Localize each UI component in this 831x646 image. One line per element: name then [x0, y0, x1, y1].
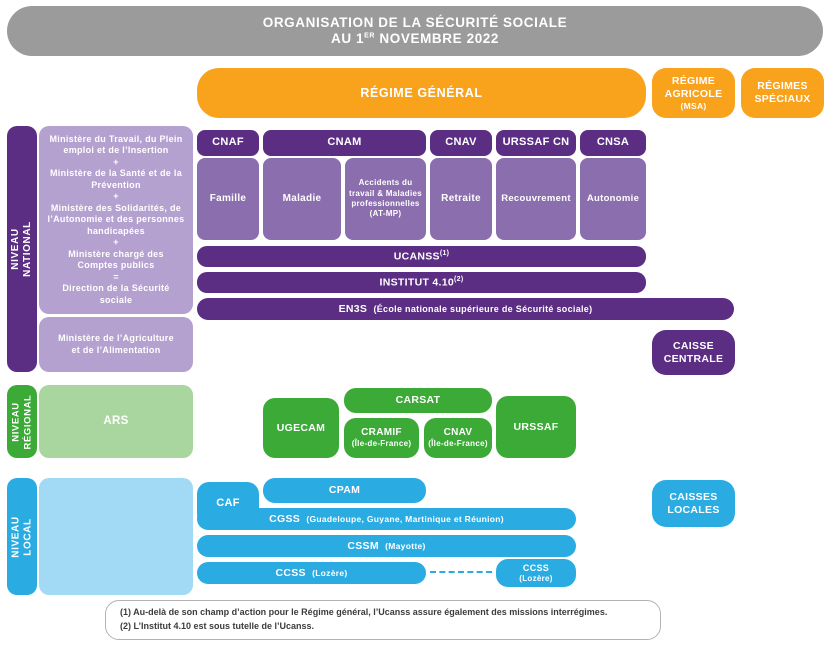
branch-famille: Famille — [197, 158, 259, 240]
cnav-idf-subtitle: (Île-de-France) — [428, 439, 488, 449]
ministry-line: Ministère chargé des Comptes publics — [68, 248, 164, 271]
ccss-label: CCSS — [275, 566, 306, 579]
caisse-centrale-box: CAISSE CENTRALE — [652, 330, 735, 375]
regime-agricole-line2: AGRICOLE — [664, 87, 723, 100]
institut-footnote-ref: (2) — [454, 275, 464, 283]
cssm-label: CSSM — [347, 539, 379, 552]
branch-retraite: Retraite — [430, 158, 492, 240]
carsat-box: CARSAT — [344, 388, 492, 413]
regional-level-bar: NIVEAU RÉGIONAL — [7, 385, 37, 458]
header-banner: ORGANISATION DE LA SÉCURITÉ SOCIALE AU 1… — [7, 6, 823, 56]
cnav-header: CNAV — [430, 130, 492, 156]
regional-level-line2: RÉGIONAL — [22, 394, 33, 449]
footnotes-box: (1) Au-delà de son champ d’action pour l… — [105, 600, 661, 640]
regimes-speciaux-line2: SPÉCIAUX — [754, 93, 811, 105]
branch-recouvrement: Recouvrement — [496, 158, 576, 240]
cnsa-header: CNSA — [580, 130, 646, 156]
dashed-connector — [430, 571, 492, 573]
local-level-line1: NIVEAU — [9, 515, 21, 558]
ccss-lozere-box: CCSS (Lozère) — [496, 559, 576, 587]
ministry-line: Direction de la Sécurité sociale — [62, 283, 170, 305]
en3s-label: EN3S — [338, 302, 368, 315]
branch-atmp: Accidents du travail & Maladies professi… — [345, 158, 426, 240]
institut-410-bar: INSTITUT 4.10(2) — [197, 272, 646, 293]
branch-autonomie: Autonomie — [580, 158, 646, 240]
ministry-line: Ministère des Solidarités, de l’Autonomi… — [47, 202, 185, 236]
plus-separator: + — [113, 191, 119, 202]
regime-general-banner: RÉGIME GÉNÉRAL — [197, 68, 646, 118]
cramif-box: CRAMIF (Île-de-France) — [344, 418, 419, 458]
cnav-idf-box: CNAV (Île-de-France) — [424, 418, 492, 458]
regional-level-line1: NIVEAU — [10, 401, 22, 442]
agriculture-ministry-box: Ministère de l’Agriculture et de l’Alime… — [39, 317, 193, 372]
urssaf-regional-box: URSSAF — [496, 396, 576, 458]
regimes-speciaux-box: RÉGIMES SPÉCIAUX — [741, 68, 824, 118]
cssm-detail: (Mayotte) — [385, 540, 426, 551]
ministry-line: Ministère du Travail, du Plein emploi et… — [49, 133, 183, 156]
footnote-1: (1) Au-delà de son champ d’action pour l… — [120, 607, 608, 617]
regime-agricole-box: RÉGIME AGRICOLE (MSA) — [652, 68, 735, 118]
national-level-bar: NIVEAU NATIONAL — [7, 126, 37, 372]
cgss-bar: CGSS (Guadeloupe, Guyane, Martinique et … — [197, 508, 576, 530]
header-title-line2: AU 1ER NOVEMBRE 2022 — [330, 31, 500, 46]
regime-agricole-line1: RÉGIME — [671, 75, 716, 88]
institut-410-label: INSTITUT 4.10 — [379, 276, 455, 289]
cramif-subtitle: (Île-de-France) — [351, 439, 412, 449]
header-sup: ER — [364, 32, 376, 40]
national-level-line2: NATIONAL — [22, 221, 33, 277]
plus-separator: + — [113, 237, 119, 248]
ccss-detail: (Lozère) — [312, 567, 348, 578]
en3s-detail: (École nationale supérieure de Sécurité … — [373, 303, 593, 314]
ccss-bar: CCSS (Lozère) — [197, 562, 426, 584]
local-left-box — [39, 478, 193, 595]
header-title-line1: ORGANISATION DE LA SÉCURITÉ SOCIALE — [262, 14, 568, 30]
caisses-locales-box: CAISSES LOCALES — [652, 480, 735, 527]
branch-maladie: Maladie — [263, 158, 341, 240]
cgss-detail: (Guadeloupe, Guyane, Martinique et Réuni… — [306, 513, 504, 524]
cgss-label: CGSS — [269, 512, 301, 525]
local-level-bar: NIVEAU LOCAL — [7, 478, 37, 595]
plus-separator: + — [113, 156, 119, 167]
cssm-bar: CSSM (Mayotte) — [197, 535, 576, 557]
agriculture-ministry-label: Ministère de l’Agriculture et de l’Alime… — [58, 332, 174, 355]
cnaf-header: CNAF — [197, 130, 259, 156]
ucanss-bar: UCANSS(1) — [197, 246, 646, 267]
cpam-box: CPAM — [263, 478, 426, 503]
cnam-header: CNAM — [263, 130, 426, 156]
urssaf-cn-header: URSSAF CN — [496, 130, 576, 156]
equals-separator: = — [113, 271, 119, 282]
ministries-box: Ministère du Travail, du Plein emploi et… — [39, 126, 193, 314]
ministry-line: Ministère de la Santé et de la Préventio… — [49, 168, 183, 190]
regimes-speciaux-line1: RÉGIMES — [757, 80, 808, 93]
ugecam-box: UGECAM — [263, 398, 339, 458]
footnote-2: (2) L’Institut 4.10 est sous tutelle de … — [120, 620, 315, 631]
ucanss-label: UCANSS — [393, 250, 440, 263]
regime-general-label: RÉGIME GÉNÉRAL — [360, 85, 483, 100]
en3s-bar: EN3S (École nationale supérieure de Sécu… — [197, 298, 734, 320]
ars-box: ARS — [39, 385, 193, 458]
national-level-line1: NIVEAU — [9, 228, 21, 270]
local-level-line2: LOCAL — [22, 517, 33, 556]
ucanss-footnote-ref: (1) — [439, 249, 450, 257]
regime-agricole-msa: (MSA) — [680, 100, 707, 111]
